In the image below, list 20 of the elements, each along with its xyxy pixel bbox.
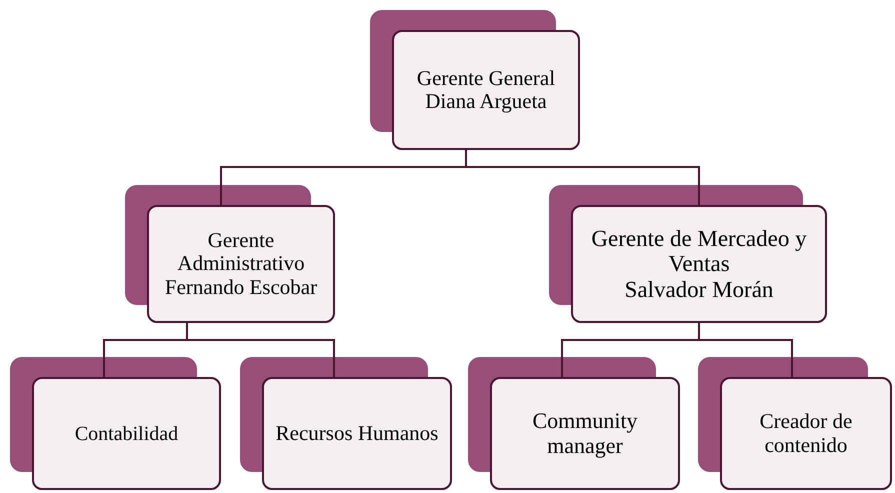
org-box (392, 30, 580, 150)
position-title: Gerente de Mercadeo y Ventas (590, 226, 808, 277)
person-name: Diana Argueta (425, 90, 547, 114)
connector-line (465, 150, 700, 205)
position-title: Community manager (531, 409, 639, 458)
position-title: Recursos Humanos (276, 422, 438, 446)
org-box (490, 377, 680, 490)
org-box (262, 377, 452, 490)
position-title: Gerente General (416, 66, 556, 90)
org-box (147, 205, 335, 323)
person-name: Fernando Escobar (164, 276, 318, 299)
org-box (720, 377, 892, 490)
position-title: Creador de contenido (758, 410, 854, 457)
position-title: Gerente Administrativo (176, 229, 306, 276)
person-name: Salvador Morán (624, 276, 774, 302)
position-title: Contabilidad (74, 422, 178, 444)
org-box (571, 205, 827, 323)
org-box (32, 377, 221, 490)
connector-line (698, 323, 793, 377)
connector-line (186, 323, 335, 377)
